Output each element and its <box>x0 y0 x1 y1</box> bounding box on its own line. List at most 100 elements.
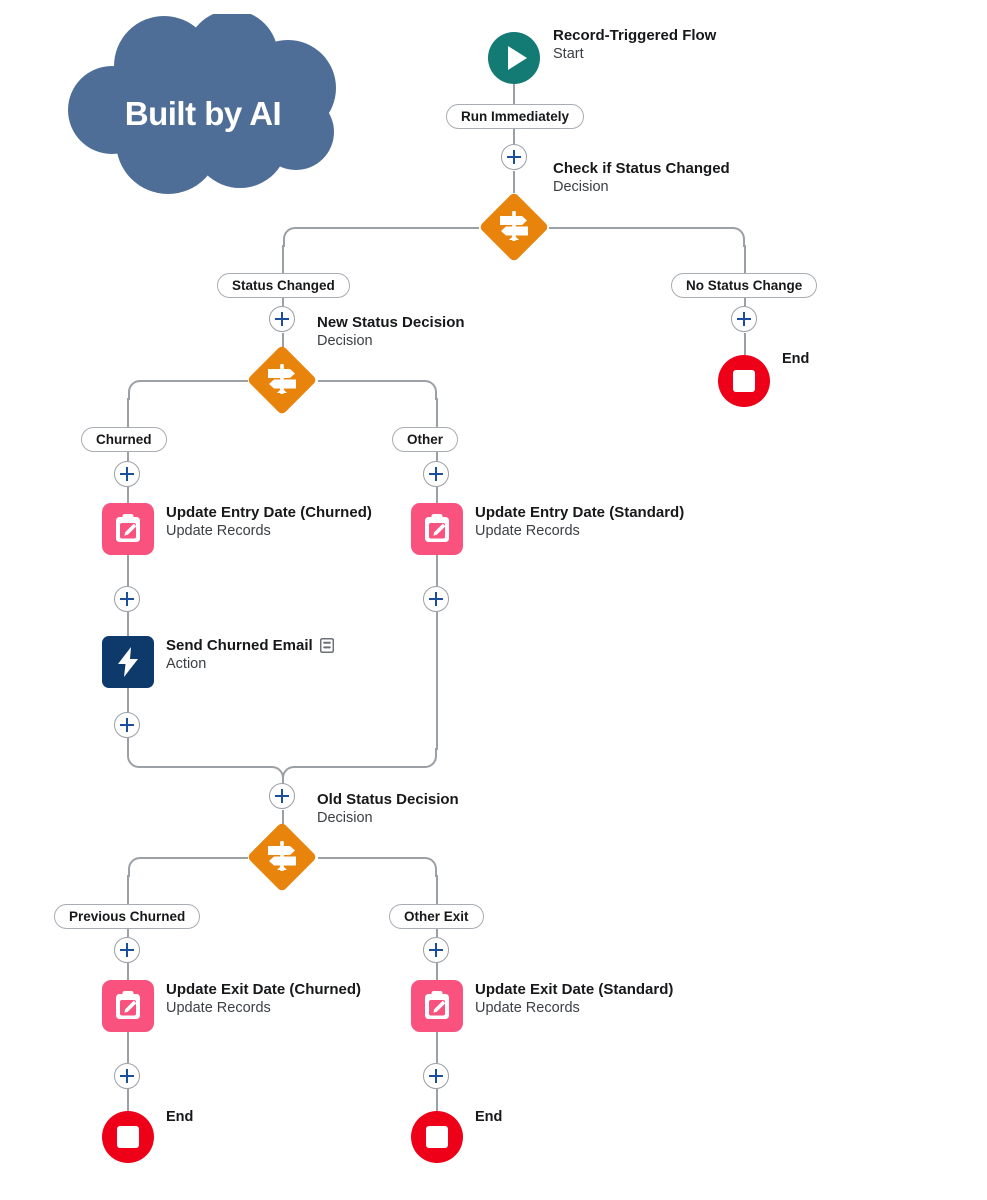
action1-title: Send Churned Email <box>166 637 313 654</box>
connector-line <box>744 333 746 355</box>
decision-node-check-if-status-changed[interactable] <box>478 191 550 263</box>
connector-line <box>282 810 284 824</box>
add-element-button[interactable] <box>423 1063 449 1089</box>
end2-label: End <box>166 1109 194 1125</box>
decision1-subtitle: Decision <box>553 179 609 195</box>
update3-title: Update Exit Date (Churned) <box>166 981 362 998</box>
connector-line <box>127 555 129 586</box>
update-records-node-entry-churned[interactable] <box>102 503 154 555</box>
logo-text: Built by AI <box>124 95 282 132</box>
update3-label: Update Exit Date (Churned) Update Record… <box>166 980 361 1018</box>
end3-label: End <box>475 1109 503 1125</box>
end-node-no-status-change[interactable] <box>718 355 770 407</box>
branch-label-other[interactable]: Other <box>392 427 459 452</box>
add-element-button[interactable] <box>114 461 140 487</box>
add-element-button[interactable] <box>114 712 140 738</box>
update1-title: Update Entry Date (Churned) <box>166 504 372 521</box>
connector-line <box>436 487 438 503</box>
add-element-button[interactable] <box>423 937 449 963</box>
connector-line <box>127 487 129 503</box>
cloud-shape-icon <box>68 14 336 194</box>
add-element-button[interactable] <box>501 144 527 170</box>
update2-label: Update Entry Date (Standard) Update Reco… <box>475 503 684 541</box>
connector-corner <box>283 227 297 247</box>
add-element-button[interactable] <box>423 586 449 612</box>
action-node-send-churned-email[interactable] <box>102 636 154 688</box>
update2-subtitle: Update Records <box>475 523 580 539</box>
branch-label-run-immediately[interactable]: Run Immediately <box>446 104 585 129</box>
connector-line <box>436 1032 438 1063</box>
decision3-subtitle: Decision <box>317 810 373 826</box>
end-node-other-exit[interactable] <box>411 1111 463 1163</box>
branch-label-churned[interactable]: Churned <box>81 427 167 452</box>
signpost-icon <box>268 841 296 871</box>
connector-line <box>436 963 438 980</box>
decision3-title: Old Status Decision <box>317 791 459 808</box>
connector-line <box>139 766 270 768</box>
decision1-label: Check if Status Changed Decision <box>553 159 730 197</box>
add-element-button[interactable] <box>423 461 449 487</box>
connector-corner <box>423 857 437 877</box>
clipboard-pencil-icon <box>116 514 140 542</box>
decision-node-new-status-decision[interactable] <box>246 344 318 416</box>
branch-label-other-exit[interactable]: Other Exit <box>389 904 484 929</box>
connector-corner <box>423 748 437 768</box>
start-node-label: Record-Triggered Flow Start <box>553 26 716 64</box>
connector-line <box>744 298 746 306</box>
connector-line <box>127 688 129 712</box>
connector-line <box>436 398 438 428</box>
update1-label: Update Entry Date (Churned) Update Recor… <box>166 503 372 541</box>
branch-label-no-status-change[interactable]: No Status Change <box>671 273 818 298</box>
branch-label-previous-churned[interactable]: Previous Churned <box>54 904 201 929</box>
clipboard-pencil-icon <box>116 991 140 1019</box>
connector-line <box>127 398 129 428</box>
connector-line <box>127 612 129 636</box>
end-node-previous-churned[interactable] <box>102 1111 154 1163</box>
signpost-icon <box>500 211 528 241</box>
clipboard-pencil-icon <box>425 514 449 542</box>
connector-line <box>549 227 733 229</box>
connector-corner <box>423 380 437 400</box>
connector-line <box>294 766 425 768</box>
play-icon <box>508 46 527 70</box>
decision3-label: Old Status Decision Decision <box>317 790 459 828</box>
update4-title: Update Exit Date (Standard) <box>475 981 674 998</box>
update1-subtitle: Update Records <box>166 523 271 539</box>
add-element-button[interactable] <box>114 1063 140 1089</box>
add-element-button[interactable] <box>269 783 295 809</box>
start-node[interactable] <box>488 32 540 84</box>
lightning-bolt-icon <box>118 647 138 677</box>
update4-subtitle: Update Records <box>475 1000 580 1016</box>
branch-label-status-changed[interactable]: Status Changed <box>217 273 350 298</box>
decision1-title: Check if Status Changed <box>553 160 730 177</box>
connector-line <box>744 245 746 274</box>
update-records-node-exit-standard[interactable] <box>411 980 463 1032</box>
add-element-button[interactable] <box>731 306 757 332</box>
connector-line <box>282 245 284 274</box>
decision2-label: New Status Decision Decision <box>317 313 465 351</box>
update4-label: Update Exit Date (Standard) Update Recor… <box>475 980 673 1018</box>
stop-icon <box>117 1126 139 1148</box>
decision2-subtitle: Decision <box>317 333 373 349</box>
connector-line <box>282 298 284 306</box>
connector-line <box>318 857 425 859</box>
update-records-node-exit-churned[interactable] <box>102 980 154 1032</box>
connector-line <box>436 452 438 461</box>
connector-line <box>141 380 248 382</box>
connector-line <box>436 1089 438 1111</box>
connector-line <box>127 1089 129 1111</box>
update2-title: Update Entry Date (Standard) <box>475 504 685 521</box>
connector-line <box>295 227 479 229</box>
add-element-button[interactable] <box>114 586 140 612</box>
add-element-button[interactable] <box>114 937 140 963</box>
connector-line <box>127 452 129 461</box>
stop-icon <box>733 370 755 392</box>
connector-line <box>127 1032 129 1063</box>
action1-subtitle: Action <box>166 656 207 672</box>
connector-line <box>436 875 438 904</box>
add-element-button[interactable] <box>269 306 295 332</box>
decision-node-old-status-decision[interactable] <box>246 821 318 893</box>
stop-icon <box>426 1126 448 1148</box>
update-records-node-entry-standard[interactable] <box>411 503 463 555</box>
connector-corner <box>731 227 745 247</box>
